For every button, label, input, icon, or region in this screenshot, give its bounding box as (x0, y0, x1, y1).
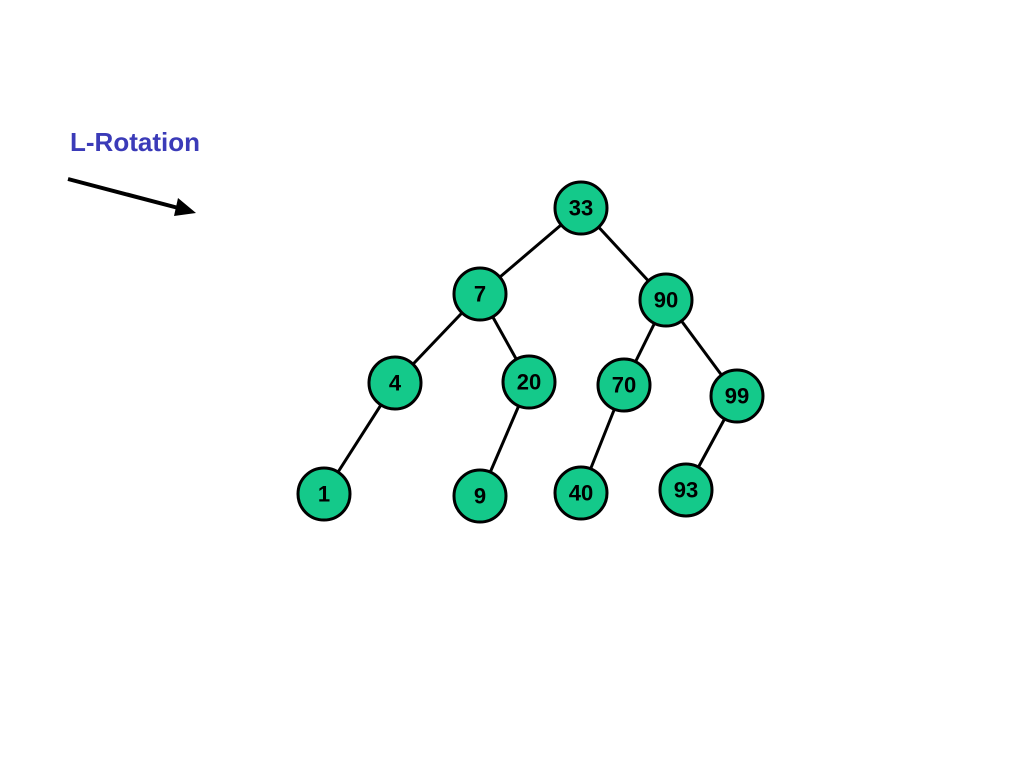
tree-node-circle (296, 466, 352, 522)
tree-node-label: 1 (318, 482, 330, 507)
tree-node-99: 99 (709, 368, 765, 424)
tree-node-7: 7 (452, 266, 508, 322)
tree-node-label: 7 (474, 282, 486, 307)
tree-node-label: 9 (474, 484, 486, 509)
pointer-arrowhead-icon (174, 198, 196, 216)
tree-node-20: 20 (501, 354, 557, 410)
tree-node-circle (638, 272, 694, 328)
tree-node-label: 93 (674, 478, 698, 503)
tree-node-label: 4 (389, 371, 402, 396)
tree-node-label: 20 (517, 370, 541, 395)
tree-node-circle (658, 462, 714, 518)
tree-node-circle (596, 357, 652, 413)
diagram-title: L-Rotation (70, 127, 200, 157)
tree-node-93: 93 (658, 462, 714, 518)
tree-node-40: 40 (553, 465, 609, 521)
tree-node-circle (553, 180, 609, 236)
tree-node-circle (501, 354, 557, 410)
tree-node-label: 33 (569, 196, 593, 221)
tree-nodes: 33 7 90 4 20 70 99 1 9 40 93 (296, 180, 765, 524)
tree-node-90: 90 (638, 272, 694, 328)
tree-node-label: 90 (654, 288, 678, 313)
tree-node-1: 1 (296, 466, 352, 522)
tree-node-circle (553, 465, 609, 521)
tree-node-4: 4 (367, 355, 423, 411)
tree-node-9: 9 (452, 468, 508, 524)
tree-node-circle (367, 355, 423, 411)
tree-node-circle (709, 368, 765, 424)
pointer-arrow (67, 177, 196, 216)
tree-node-70: 70 (596, 357, 652, 413)
tree-node-label: 40 (569, 481, 593, 506)
tree-node-33: 33 (553, 180, 609, 236)
tree-edges (322, 206, 739, 497)
tree-node-label: 70 (612, 373, 636, 398)
tree-node-label: 99 (725, 384, 749, 409)
tree-node-circle (452, 266, 508, 322)
pointer-arrow-shaft (67, 177, 187, 212)
tree-node-circle (452, 468, 508, 524)
